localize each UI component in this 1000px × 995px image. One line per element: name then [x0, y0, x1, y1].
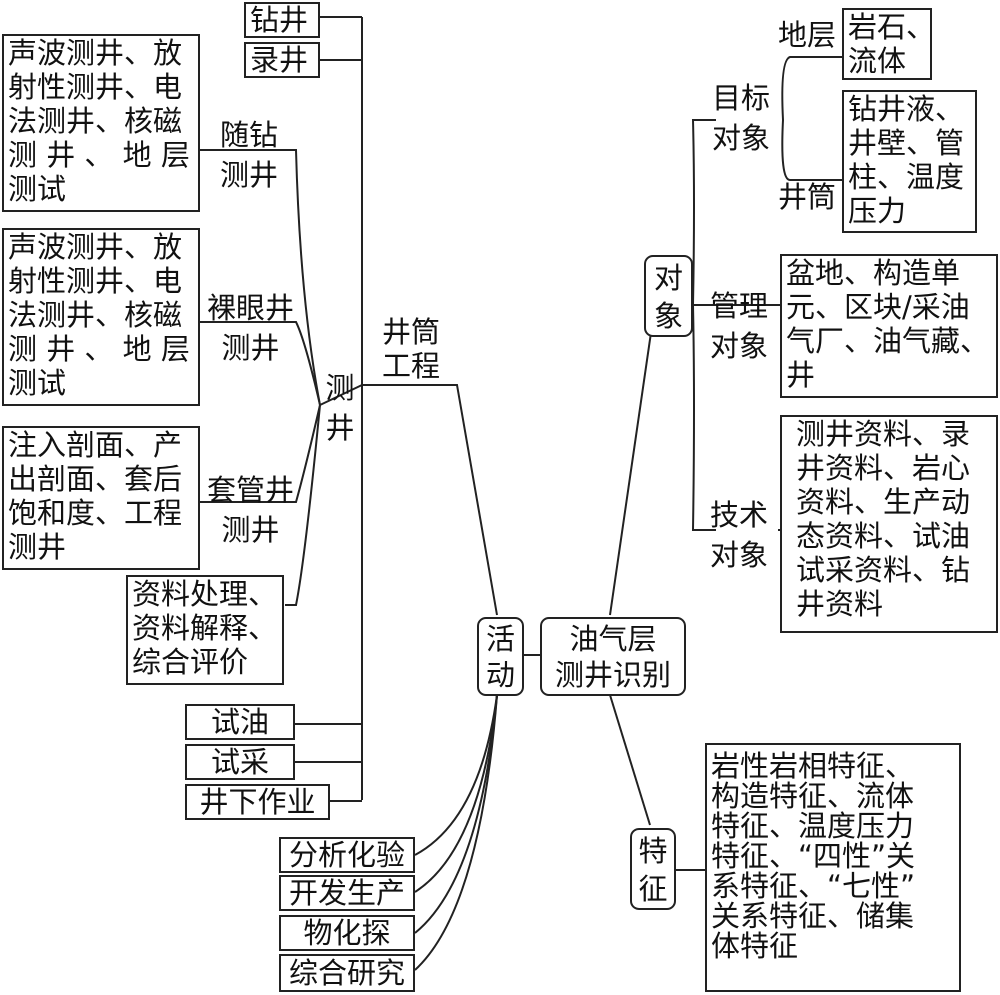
- link-object-spine: [691, 119, 716, 306]
- lwd-content-box: 声波测井、放 射性测井、电 法测井、核磁 测 井 、 地 层 测试: [2, 34, 200, 212]
- wellbore-engineering-label: 井筒 工程: [381, 315, 440, 383]
- mud-logging-box: 录井: [244, 42, 320, 78]
- development-production-box: 开发生产: [279, 875, 415, 911]
- link-activity-wellbore: [362, 384, 498, 616]
- link-openhole: [200, 321, 321, 406]
- link-processing: [285, 404, 321, 606]
- production-test-box: 试采: [185, 744, 295, 780]
- comprehensive-research-box: 综合研究: [279, 954, 415, 992]
- link-lwd: [200, 149, 321, 406]
- center-node: 油气层 测井识别: [540, 617, 686, 696]
- wellbore-object-label: 井筒: [777, 180, 836, 214]
- management-content-box: 盆地、构造单 元、区块/采油 气厂、油气藏、 井: [780, 254, 998, 398]
- link-center-object: [609, 304, 656, 616]
- feature-node: 特 征: [630, 828, 676, 910]
- drilling-box: 钻井: [244, 2, 320, 38]
- formation-label: 地层: [777, 18, 836, 52]
- link-cased: [200, 404, 321, 503]
- cased-label: 套管井 测井: [206, 473, 294, 547]
- activity-node: 活 动: [477, 617, 524, 696]
- link-target-formation: [781, 56, 842, 121]
- processing-box: 资料处理、 资料解释、 综合评价: [126, 575, 284, 685]
- link-logging-hub: [319, 384, 363, 406]
- link-activity-analysis: [414, 694, 498, 856]
- wellbore-content-box: 钻井液、 井壁、管 柱、温度 压力: [842, 90, 977, 233]
- link-center-feature: [609, 694, 651, 826]
- openhole-content-box: 声波测井、放 射性测井、电 法测井、核磁 测 井 、 地 层 测试: [2, 228, 200, 406]
- technical-object-label: 技术 对象: [709, 498, 768, 572]
- object-node: 对 象: [644, 255, 693, 337]
- technical-content-box: 测井资料、录 井资料、岩心 资料、生产动 态资料、试油 试采资料、钻 井资料: [780, 415, 998, 633]
- geophysical-box: 物化探: [279, 915, 415, 951]
- feature-content-box: 岩性岩相特征、 构造特征、流体 特征、温度压力 特征、“四性”关 系特征、“七性…: [705, 743, 961, 992]
- well-test-box: 试油: [185, 704, 295, 740]
- link-object-spine2: [691, 304, 716, 531]
- target-object-label: 目标 对象: [711, 81, 770, 155]
- formation-content-box: 岩石、 流体: [842, 8, 932, 80]
- lwd-label: 随钻 测井: [219, 118, 278, 192]
- management-object-label: 管理 对象: [709, 289, 768, 363]
- link-activity-geophysical: [414, 694, 498, 934]
- logging-label: 测 井: [325, 371, 355, 445]
- openhole-label: 裸眼井 测井: [206, 291, 294, 365]
- link-target-wellbore: [781, 119, 842, 181]
- link-activity-research: [414, 694, 498, 971]
- cased-content-box: 注入剖面、产 出剖面、套后 饱和度、工程 测井: [2, 426, 200, 570]
- lab-analysis-box: 分析化验: [279, 837, 415, 873]
- downhole-ops-box: 井下作业: [185, 784, 330, 820]
